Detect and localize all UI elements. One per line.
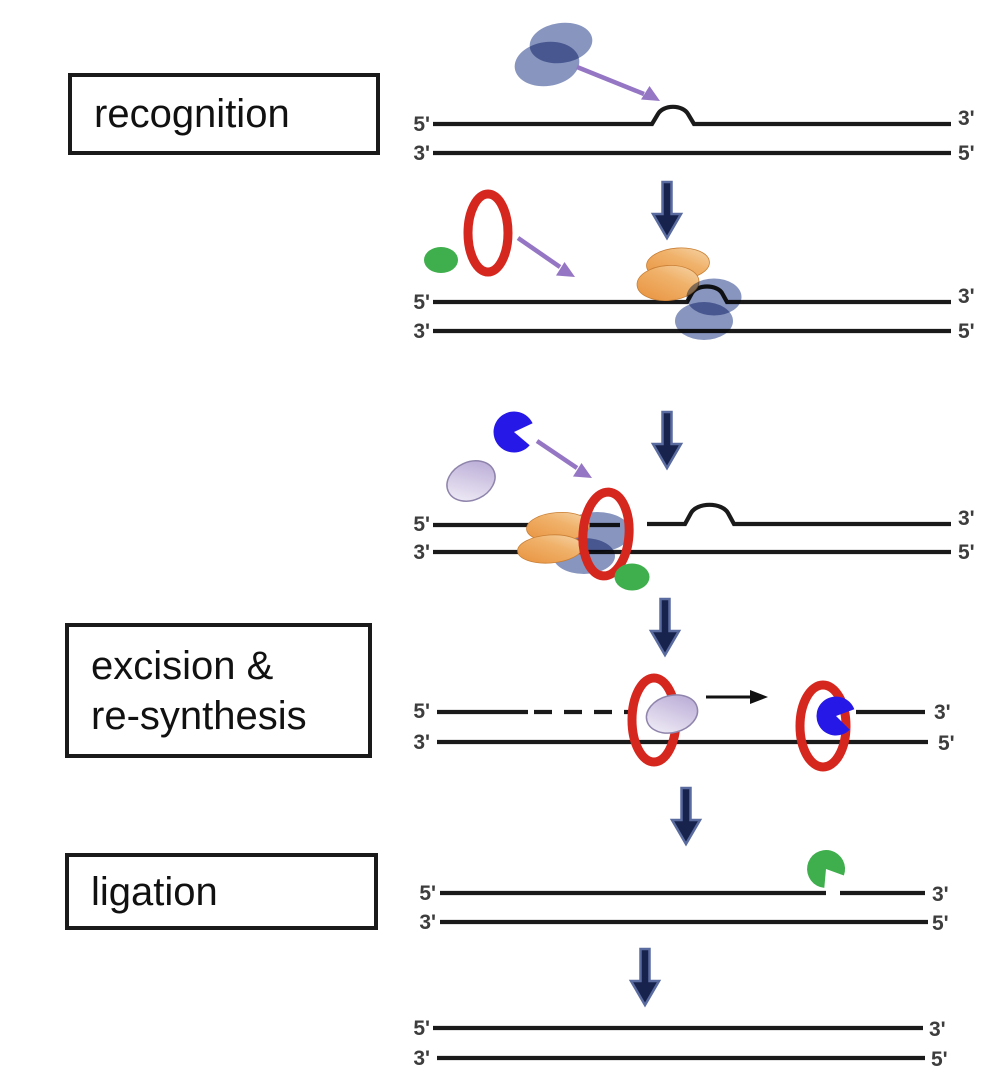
green-oval-icon [614, 563, 650, 591]
dna-top-strand [433, 104, 951, 127]
down-arrow [651, 180, 683, 240]
red-ring-icon [578, 487, 634, 581]
strand-label: 5' [413, 291, 430, 314]
red-ring-icon [463, 189, 513, 277]
stage-label-ligation: ligation [91, 869, 218, 914]
strand-label: 3' [413, 731, 430, 754]
stage-label-recognition: recognition [94, 92, 290, 136]
green-oval-icon [424, 247, 458, 273]
strand-label: 5' [419, 882, 436, 905]
strand-label: 5' [958, 541, 975, 564]
strand-label: 5' [931, 1048, 948, 1071]
strand-label: 5' [413, 113, 430, 136]
purple-arrow [576, 64, 660, 101]
strand-label: 3' [958, 107, 975, 130]
strand-label: 3' [413, 541, 430, 564]
stage-box-excision: excision & re-synthesis [65, 623, 372, 758]
down-arrow [651, 410, 683, 470]
strand-label: 5' [413, 513, 430, 536]
stage-box-recognition: recognition [68, 73, 380, 155]
stage-box-ligation: ligation [65, 853, 378, 930]
blue-dimer-icon [675, 302, 733, 340]
strand-label: 5' [938, 732, 955, 755]
strand-label: 3' [958, 507, 975, 530]
strand-label: 3' [413, 142, 430, 165]
green-pacman-icon [807, 849, 846, 888]
strand-label: 3' [419, 911, 436, 934]
blue-pacman-icon [493, 411, 533, 453]
strand-label: 3' [413, 320, 430, 343]
stage-label-excision-line1: excision & [91, 643, 274, 688]
down-arrow [670, 786, 702, 846]
strand-label: 5' [413, 1017, 430, 1040]
strand-label: 3' [958, 285, 975, 308]
strand-label: 5' [958, 142, 975, 165]
orange-dimer-icon [636, 265, 700, 301]
strand-label: 5' [932, 912, 949, 935]
lavender-oval-icon [645, 694, 699, 734]
dna-top-strand [647, 502, 951, 527]
strand-label: 3' [413, 1047, 430, 1070]
black-arrow [706, 690, 768, 704]
strand-label: 5' [413, 700, 430, 723]
strand-label: 5' [958, 320, 975, 343]
down-arrow [649, 597, 681, 657]
purple-arrow [535, 439, 592, 478]
strand-label: 3' [929, 1018, 946, 1041]
strand-label: 3' [932, 883, 949, 906]
purple-arrow [516, 236, 575, 277]
strand-label: 3' [934, 701, 951, 724]
down-arrow [629, 947, 661, 1007]
blue-pacman-icon [816, 696, 855, 736]
blue-dimer-icon [514, 41, 580, 87]
stage-label-excision-line2: re-synthesis [91, 693, 307, 738]
lavender-oval-icon [446, 460, 496, 502]
